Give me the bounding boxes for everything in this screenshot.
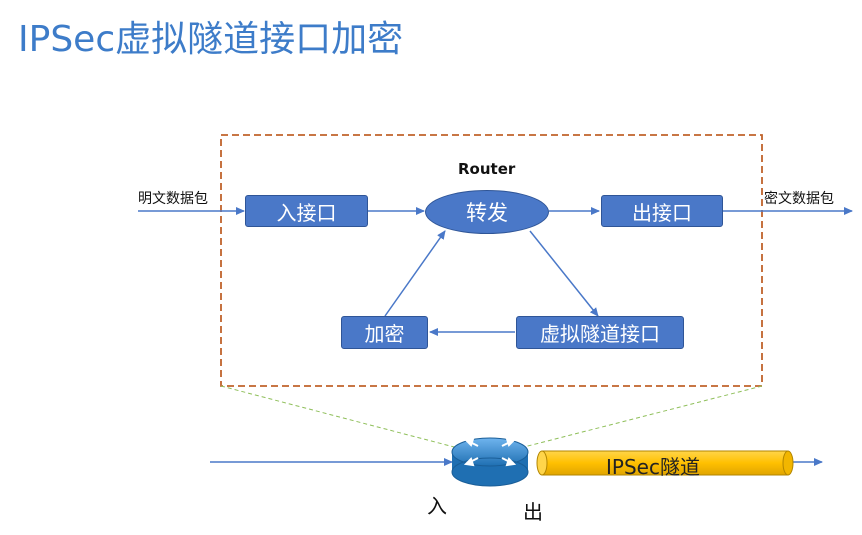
encrypt-to-forward-arrow [384, 230, 446, 317]
zoom-line-left [220, 385, 459, 449]
zoom-line-right [519, 385, 763, 449]
virtual-tunnel-interface-node: 虚拟隧道接口 [516, 316, 684, 349]
router-out-label: 出 [523, 500, 543, 524]
ipsec-tunnel [536, 450, 794, 476]
page-title: IPSec虚拟隧道接口加密 [18, 19, 404, 60]
ipsec-tunnel-label: IPSec隧道 [606, 455, 700, 479]
out-interface-node: 出接口 [601, 195, 723, 227]
in-interface-node: 入接口 [245, 195, 368, 227]
router-in-label: 入 [427, 494, 447, 518]
forward-node: 转发 [425, 190, 549, 234]
input-packet-label: 明文数据包 [138, 191, 208, 207]
encrypt-node: 加密 [341, 316, 428, 349]
router-label: Router [458, 160, 516, 178]
output-packet-label: 密文数据包 [764, 191, 834, 207]
router-boundary-box [220, 134, 763, 387]
forward-to-tunnel-interface-arrow [529, 230, 599, 317]
router-icon [451, 437, 529, 487]
